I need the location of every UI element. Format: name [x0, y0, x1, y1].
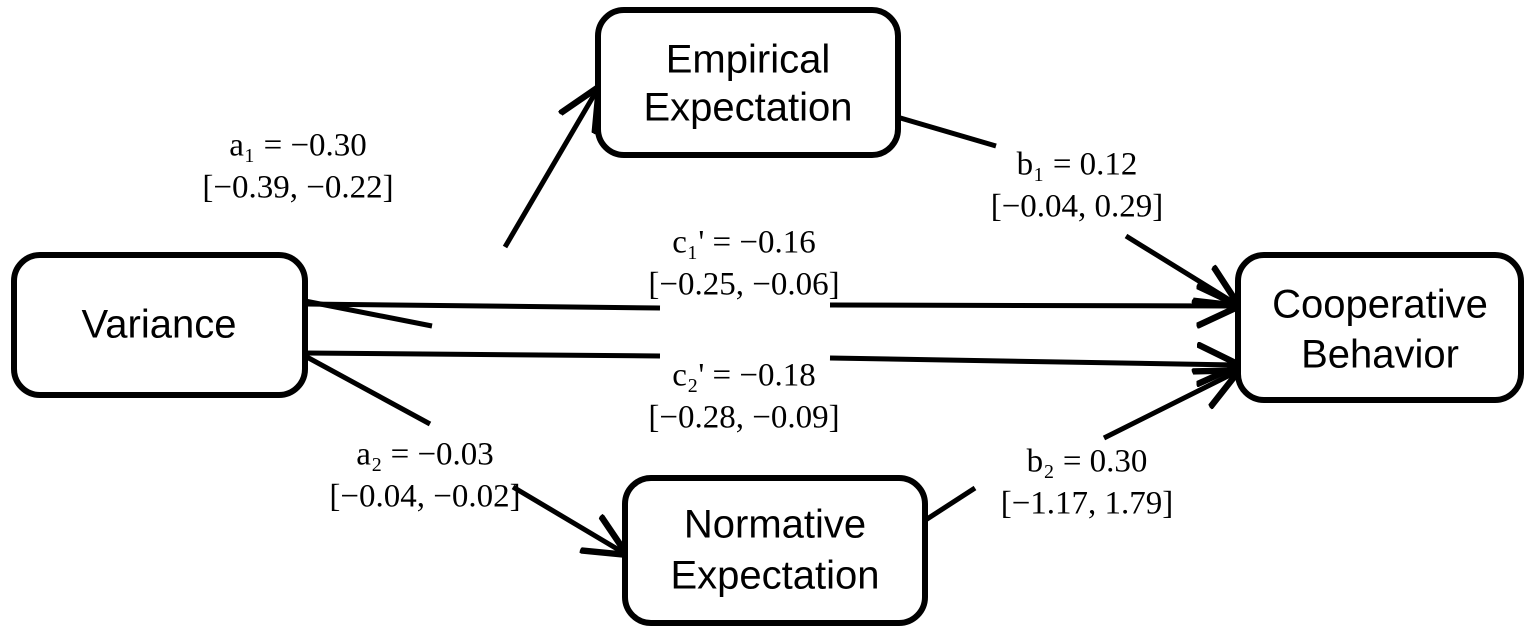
- path-label-b2-interval: [−1.17, 1.79]: [1001, 486, 1174, 522]
- path-label-a2-interval: [−0.04, −0.02]: [329, 479, 520, 515]
- node-empirical-expectation-label-line-2: Expectation: [643, 86, 852, 130]
- node-empirical-expectation-label-line-1: Empirical: [666, 38, 830, 82]
- node-variance-box: [11, 252, 308, 398]
- edge-c2prime-segment-2: [829, 358, 1236, 365]
- node-normative-expectation-label-line-2: Expectation: [670, 554, 879, 598]
- node-normative-expectation-label-line-1: Normative: [684, 503, 866, 547]
- path-label-a2-estimate: a₂ = −0.03: [356, 437, 494, 473]
- edge-a2-segment-2: [511, 484, 624, 553]
- node-empirical-expectation-box: [595, 7, 901, 158]
- edge-b2: [922, 372, 1236, 524]
- node-cooperative-behavior-label-line-1: Cooperative: [1272, 283, 1488, 327]
- node-cooperative-behavior[interactable]: Cooperative Behavior: [1235, 252, 1524, 403]
- path-label-c1prime-estimate: c₁' = −0.16: [672, 225, 816, 261]
- edge-b1-segment-1: [896, 114, 997, 149]
- edge-b1-segment-2: [1124, 233, 1236, 304]
- path-label-b2: b₂ = 0.30 [−1.17, 1.79]: [1001, 444, 1174, 522]
- path-label-c2prime-estimate: c₂' = −0.18: [672, 358, 816, 394]
- path-label-b1-interval: [−0.04, 0.29]: [991, 189, 1164, 225]
- node-variance[interactable]: Variance: [11, 252, 308, 398]
- path-label-b1-estimate: b₁ = 0.12: [1017, 147, 1138, 183]
- path-label-a1-interval: [−0.39, −0.22]: [202, 170, 393, 206]
- node-empirical-expectation[interactable]: Empirical Expectation: [595, 7, 901, 158]
- edge-b2-segment-1: [922, 485, 977, 524]
- edge-b2-segment-2: [1102, 372, 1236, 441]
- path-label-c1prime: c₁' = −0.16 [−0.25, −0.06]: [648, 225, 839, 303]
- node-normative-expectation-box: [622, 475, 928, 626]
- path-label-c1prime-interval: [−0.25, −0.06]: [648, 267, 839, 303]
- path-label-a1: a₁ = −0.30 [−0.39, −0.22]: [202, 128, 393, 206]
- node-normative-expectation[interactable]: Normative Expectation: [622, 475, 928, 626]
- edge-c1prime: [304, 301, 1236, 311]
- node-cooperative-behavior-label-line-2: Behavior: [1301, 333, 1459, 377]
- edge-c1prime-segment-2: [829, 305, 1236, 306]
- edge-c1prime-segment-1: [304, 301, 661, 311]
- edge-a1-segment-2: [502, 90, 597, 249]
- edge-c2prime-segment-1: [304, 350, 661, 359]
- path-label-b1: b₁ = 0.12 [−0.04, 0.29]: [991, 147, 1164, 225]
- node-cooperative-behavior-box: [1235, 252, 1524, 403]
- path-label-c2prime: c₂' = −0.18 [−0.28, −0.09]: [648, 358, 839, 436]
- path-label-a1-estimate: a₁ = −0.30: [229, 128, 367, 164]
- edge-a2-segment-1: [303, 353, 432, 427]
- path-label-b2-estimate: b₂ = 0.30: [1027, 444, 1148, 480]
- path-label-c2prime-interval: [−0.28, −0.09]: [648, 400, 839, 436]
- edge-a1: [304, 90, 597, 329]
- path-label-a2: a₂ = −0.03 [−0.04, −0.02]: [329, 437, 520, 515]
- node-variance-label-line-1: Variance: [82, 303, 237, 347]
- edge-a2: [303, 353, 624, 553]
- edge-c2prime: [304, 350, 1236, 365]
